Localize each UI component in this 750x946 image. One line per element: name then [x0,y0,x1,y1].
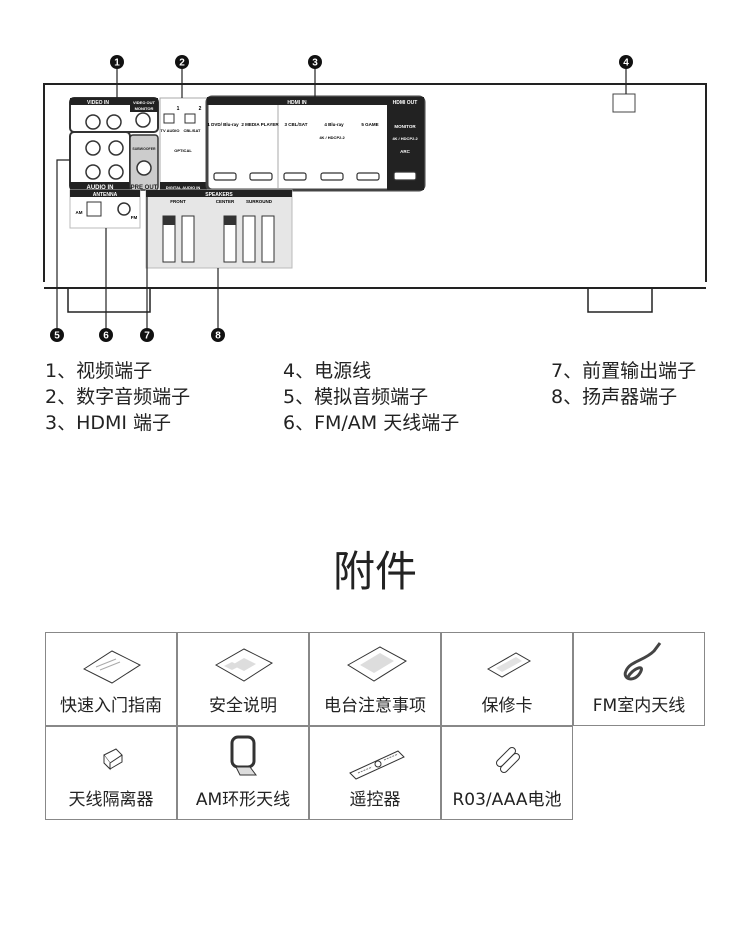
callout-marker [175,55,189,69]
hdmi-port-4-label: 4 Blu-ray [324,122,344,127]
video-in-label: VIDEO IN [87,100,109,106]
accessory-item: 保修卡 [441,632,573,726]
remote-control-icon [349,750,405,780]
fm-antenna-icon [623,642,662,681]
accessory-label: 保修卡 [481,696,533,716]
callout-marker [619,55,633,69]
accessory-label: R03/AAA电池 [452,790,562,810]
legend-column-3: 7、前置输出端子 8、扬声器端子 [551,358,696,410]
tv-audio-label: TV AUDIO [161,128,180,133]
legend-item: 3、HDMI 端子 [45,412,172,434]
antenna-isolator-icon [103,748,123,771]
hdcp-label: 4K / HDCP2.2 [319,135,345,140]
callout-marker [308,55,322,69]
accessory-item: FM室内天线 [573,632,705,726]
hdmi-port-5-label: 5 GAME [361,122,378,127]
hdmi-port-2-label: 2 MEDIA PLAYER [241,122,279,127]
video-out-label: VIDEO OUT [133,100,156,105]
accessory-label: 遥控器 [349,790,401,810]
hdmi-out-label: HDMI OUT [393,100,418,106]
legend-item: 1、视频端子 [45,360,153,382]
legend-column-1: 1、视频端子 2、数字音频端子 3、HDMI 端子 [45,358,190,436]
callout-number: 8 [215,331,221,342]
accessory-item: AM环形天线 [177,726,309,820]
hdmi-in-label: HDMI IN [287,100,307,106]
digital-audio-in-label: DIGITAL AUDIO IN [166,185,201,190]
callout-number: 4 [623,58,629,69]
center-label: CENTER [216,199,235,204]
hdmi-port-3-label: 3 CBL/SAT [285,122,308,127]
radio-notes-icon [347,646,407,682]
callout-number: 7 [144,331,150,342]
accessory-label: 安全说明 [209,696,277,716]
pre-out-label: PRE OUT [131,185,158,191]
accessories-title: 附件 [332,547,417,596]
subwoofer-label: SUBWOOFER [132,147,156,151]
legend-column-2: 4、电源线 5、模拟音频端子 6、FM/AM 天线端子 [283,358,459,436]
warranty-card-icon [486,652,532,678]
front-label: FRONT [170,199,186,204]
fm-label: FM [131,215,138,220]
legend-item: 6、FM/AM 天线端子 [283,412,460,434]
optical-2-label: 2 [199,106,202,112]
am-label: AM [76,210,83,215]
optical-1-label: 1 [177,106,180,112]
audio-in-label: AUDIO IN [87,185,114,191]
battery-icon [496,747,520,773]
receiver-rear-panel-diagram: VIDEO IN VIDEO OUT MONITOR AUDIO IN SUBW… [43,55,707,342]
callout-number: 5 [54,331,60,342]
accessory-label: 电台注意事项 [324,696,426,716]
monitor-label: MONITOR [135,106,154,111]
antenna-label: ANTENNA [93,192,118,198]
hdmi-port-1-label: 1 DVD/ Blu-ray [207,122,239,127]
optical-label: OPTICAL [174,148,192,153]
callout-number: 6 [103,331,109,342]
callout-marker [110,55,124,69]
callout-number: 3 [312,58,318,69]
legend-item: 5、模拟音频端子 [283,386,429,408]
accessory-item: 遥控器 [309,726,441,820]
callout-marker [99,328,113,342]
accessory-item: 快速入门指南 [45,632,177,726]
legend-item: 8、扬声器端子 [551,386,678,408]
surround-label: SURROUND [246,199,273,204]
accessory-label: FM室内天线 [592,696,686,716]
quick-start-guide-icon [82,650,142,684]
accessory-label: 快速入门指南 [60,696,162,716]
legend-item: 4、电源线 [283,360,372,382]
hdmi-out-hdcp-label: 4K / HDCP2.2 [392,136,418,141]
accessory-label: 天线隔离器 [68,790,154,810]
callout-marker [140,328,154,342]
am-loop-antenna-icon [230,735,257,776]
hdmi-monitor-label: MONITOR [394,124,416,129]
callout-marker [211,328,225,342]
accessory-item: 电台注意事项 [309,632,441,726]
callout-marker [50,328,64,342]
cbl-sat-label: CBL/SAT [183,128,201,133]
speakers-label: SPEAKERS [205,192,233,198]
accessory-item: 天线隔离器 [45,726,177,820]
callout-number: 1 [114,58,120,69]
accessory-item: R03/AAA电池 [441,726,573,820]
legend-item: 7、前置输出端子 [551,360,697,382]
callout-number: 2 [179,58,185,69]
legend-item: 2、数字音频端子 [45,386,191,408]
accessory-label: AM环形天线 [195,790,291,810]
arc-label: ARC [400,149,410,154]
accessory-item: 安全说明 [177,632,309,726]
safety-instructions-icon [214,648,274,682]
